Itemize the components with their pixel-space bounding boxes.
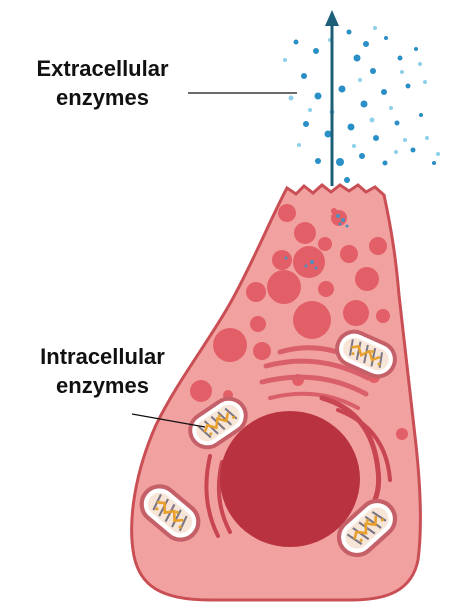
extracellular-enzymes-label: Extracellular enzymes [20,54,185,112]
extracellular-enzyme-particles-light [283,26,440,156]
intracellular-leader-line [131,413,206,428]
vesicle-enzymes [284,214,349,270]
intracellular-label-line1: Intracellular [40,344,165,369]
intracellular-label-line2: enzymes [56,373,149,398]
nucleus [220,411,360,547]
intracellular-enzymes-label: Intracellular enzymes [20,342,185,400]
extracellular-label-line1: Extracellular [36,56,169,81]
extracellular-enzyme-particles [293,29,436,183]
extracellular-label-line2: enzymes [56,85,149,110]
secretion-arrow-icon [325,10,339,186]
